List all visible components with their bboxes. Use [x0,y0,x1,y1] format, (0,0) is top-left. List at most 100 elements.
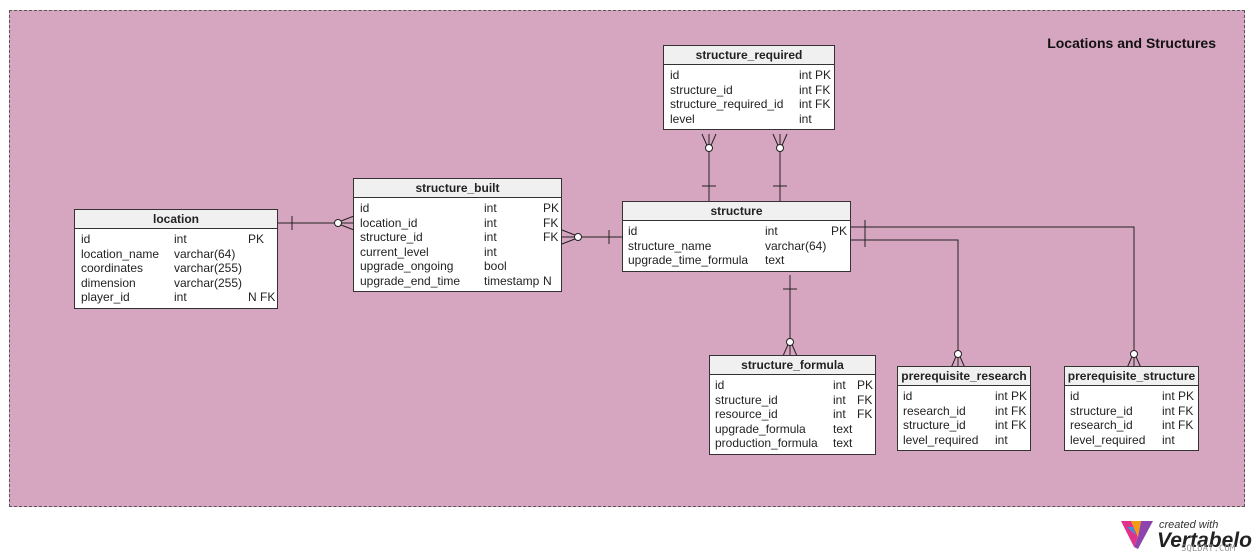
column-type: int [484,201,497,215]
column-type: int FK [995,418,1027,432]
logo-created-with: created with [1159,519,1219,531]
column-name: dimension [81,275,136,290]
rel-structure-prerequisite-research [851,233,966,369]
column-name: structure_name [628,238,712,253]
column-name: location_id [360,215,418,230]
column-name: structure_id [360,230,423,244]
column-name: level [670,111,695,126]
column-name: current_level [360,244,429,259]
column-type: int [484,244,497,259]
column-type: int [484,215,497,230]
column-type: int [833,392,846,407]
table-structure-built-header: structure_built [354,179,561,198]
column-name: research_id [903,403,966,418]
column-type: int FK [799,82,831,97]
column-row[interactable]: structure_id int FK [1065,404,1198,419]
column-name: structure_required_id [670,97,784,111]
column-key: FK [857,392,873,407]
column-name: structure_id [1070,403,1133,418]
column-key: PK [248,232,265,246]
column-type: int [799,111,812,126]
table-structure-formula-header: structure_formula [710,356,875,375]
column-type: int PK [995,389,1028,403]
column-row[interactable]: location_id int FK [354,216,561,231]
column-type: int [174,290,187,304]
column-name: coordinates [81,261,144,275]
column-row[interactable]: id int PK [1065,389,1198,404]
column-type: varchar(255) [174,261,243,275]
column-name: resource_id [715,407,778,421]
column-key: PK [543,201,560,215]
column-row[interactable]: structure_name varchar(64) [623,239,850,254]
column-key: N FK [248,290,276,304]
column-type: int FK [1162,403,1194,418]
column-name: id [903,389,913,403]
column-type: int [765,224,778,238]
column-type: text [833,436,853,450]
column-name: id [1070,389,1080,403]
table-location-header: location [75,210,277,229]
area-title: Locations and Structures [1047,35,1216,51]
column-name: id [628,224,638,238]
column-type: text [765,253,785,267]
column-name: upgrade_end_time [360,273,461,288]
column-key: FK [543,215,559,230]
column-name: level_required [903,432,979,447]
logo-brand: Vertabelo [1157,529,1252,552]
column-row[interactable]: structure_id int FK [898,418,1030,433]
column-name: player_id [81,290,130,304]
column-type: int FK [1162,418,1194,432]
column-type: int PK [1162,389,1195,403]
rel-structure-structure-formula [782,275,798,357]
column-name: structure_id [715,392,778,407]
column-row[interactable]: current_level int [354,245,561,260]
column-row[interactable]: player_id int N FK [75,290,277,305]
column-name: structure_id [903,418,966,432]
table-prerequisite-structure-header: prerequisite_structure [1065,367,1198,386]
watermark: SQLDAT.COM [1181,544,1236,554]
column-row[interactable]: structure_id int FK [664,83,834,98]
column-row[interactable]: structure_required_id int FK [664,97,834,112]
column-type: int FK [799,97,831,111]
column-type: int [1162,432,1175,447]
column-row[interactable]: coordinates varchar(255) [75,261,277,276]
column-key: FK [857,407,873,421]
column-row[interactable]: level int [664,112,834,127]
column-type: int [833,378,846,392]
column-name: id [670,68,680,82]
column-row[interactable]: id int PK [898,389,1030,404]
column-name: upgrade_ongoing [360,259,454,273]
column-type: varchar(64) [765,238,827,253]
column-name: structure_id [670,82,733,97]
column-row[interactable]: structure_id int FK [710,393,875,408]
